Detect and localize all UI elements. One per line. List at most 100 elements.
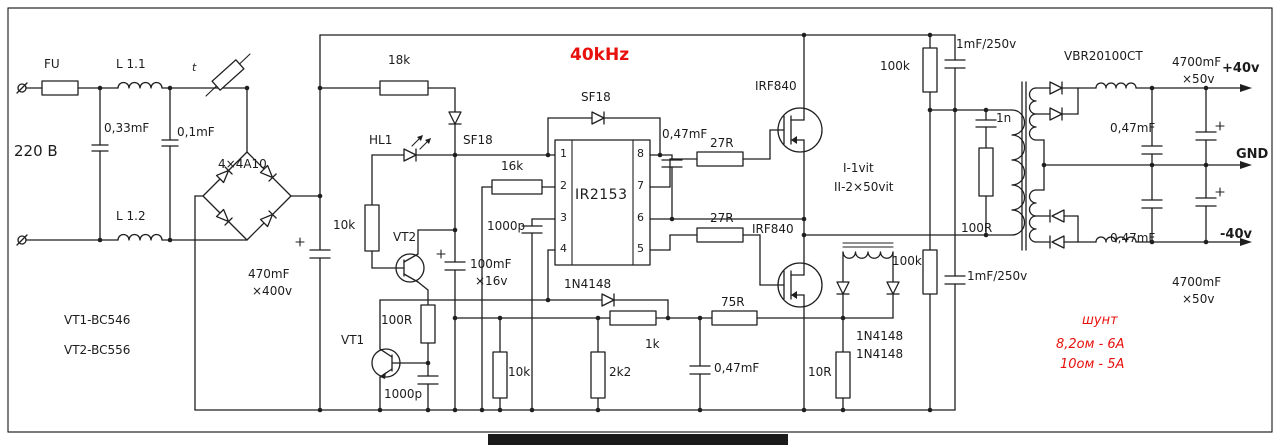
diode-sf18-boot-symbol xyxy=(591,111,605,125)
shunt-title: шунт xyxy=(1082,313,1118,328)
diode-fb1-label: 1N4148 xyxy=(856,329,904,343)
cap-1n-label: 1n xyxy=(996,111,1012,125)
bus-divider xyxy=(922,34,1013,411)
cap-4700-top-voltage-label: ×50v xyxy=(1182,72,1215,86)
inductor-l11-symbol xyxy=(117,81,163,89)
input-stage xyxy=(16,53,251,246)
ir2153-chip xyxy=(481,111,805,411)
output-choke-neg-symbol xyxy=(1095,236,1137,243)
cap-100mf-label: 100mF xyxy=(470,257,512,271)
vt2-label: VT2 xyxy=(393,230,417,244)
cap-01-label: 0,1mF xyxy=(177,125,215,139)
cap-4700-bottom-label: 4700mF xyxy=(1172,275,1222,289)
cap-047-top-label: 0,47mF xyxy=(1110,121,1156,135)
diode-1n4148-symbol xyxy=(601,293,615,307)
pin-2-label: 2 xyxy=(560,179,567,192)
vt1-transistor-symbol xyxy=(371,348,401,378)
thermistor-label: t xyxy=(192,61,197,74)
drawing-frame xyxy=(7,7,1273,433)
resistor-10k-fb-symbol xyxy=(492,351,508,399)
resistor-100k-top-label: 100k xyxy=(880,59,910,73)
resistor-75r-label: 75R xyxy=(721,295,745,309)
cap-047-fb-label: 0,47mF xyxy=(714,361,760,375)
resistor-100r-label: 100R xyxy=(381,313,413,327)
shunt-line1: 8,2ом - 6А xyxy=(1056,337,1125,352)
output-rectifier xyxy=(1035,81,1079,249)
mosfet-high-label: IRF840 xyxy=(755,79,797,93)
cap-1000p-timing-label: 1000p xyxy=(487,219,526,233)
output-gnd-label: GND xyxy=(1236,147,1269,162)
resistor-1k-label: 1k xyxy=(645,337,660,351)
primary-winding-symbol xyxy=(1011,109,1026,236)
diode-sf18-boot-label: SF18 xyxy=(581,90,611,104)
diode-1n4148-left-symbol xyxy=(836,281,850,295)
bulk-cap-label: 470mF xyxy=(248,267,290,281)
frequency-label: 40kHz xyxy=(570,45,630,65)
resistor-10r-label: 10R xyxy=(808,365,832,379)
resistor-2k2-label: 2k2 xyxy=(609,365,632,379)
resistor-1k-symbol xyxy=(609,310,657,326)
inductor-l12-symbol xyxy=(117,233,163,241)
resistor-100r-symbol xyxy=(420,304,436,344)
vcc-supply-branch xyxy=(319,80,556,269)
fuse-symbol xyxy=(41,80,79,96)
resistor-10k-led-symbol xyxy=(364,204,380,252)
resistor-27r-high-symbol xyxy=(696,151,744,167)
resistor-100k-top-symbol xyxy=(922,47,938,93)
pin-5-label: 5 xyxy=(637,242,644,255)
resistor-27r-high-label: 27R xyxy=(710,136,734,150)
output-pos-label: +40v xyxy=(1222,61,1260,76)
pin-7-label: 7 xyxy=(637,179,644,192)
cap-1mf-bottom-label: 1mF/250v xyxy=(967,269,1028,283)
bridge-label: 4×4A10 xyxy=(218,157,267,171)
rectifier-label: VBR20100CT xyxy=(1064,49,1143,63)
vcc-filter-cap xyxy=(436,154,466,411)
pin-6-label: 6 xyxy=(637,211,644,224)
diode-sf18-symbol xyxy=(448,111,462,125)
diode-sf18-label: SF18 xyxy=(463,133,493,147)
resistor-16k-symbol xyxy=(491,179,543,195)
inductor-l12-label: L 1.2 xyxy=(116,209,146,223)
cap-033-label: 0,33mF xyxy=(104,121,150,135)
junction-dots xyxy=(97,32,1209,413)
fuse-label: FU xyxy=(44,57,60,71)
output-rails xyxy=(1043,82,1252,246)
watermark-bar xyxy=(488,434,788,445)
ct-secondary-label: II-2×50vit xyxy=(834,180,894,194)
pin-3-label: 3 xyxy=(560,211,567,224)
vt2-type-note: VT2-BC556 xyxy=(64,343,131,357)
cap-047-bottom-label: 0,47mF xyxy=(1110,231,1156,245)
secondary-bottom-winding-symbol xyxy=(1028,189,1037,243)
resistor-10k-fb-label: 10k xyxy=(508,365,531,379)
vt1-type-note: VT1-BC546 xyxy=(64,313,131,327)
resistor-27r-low-symbol xyxy=(696,227,744,243)
cap-100mf-voltage-label: ×16v xyxy=(475,274,508,288)
resistor-18k-label: 18k xyxy=(388,53,411,67)
cap-1mf-top-label: 1mF/250v xyxy=(956,37,1017,51)
mosfet-half-bridge xyxy=(777,34,823,411)
resistor-10r-symbol xyxy=(835,351,851,399)
diode-fb2-label: 1N4148 xyxy=(856,347,904,361)
led-hl1-symbol xyxy=(403,148,417,162)
ct-primary-label: I-1vit xyxy=(843,161,874,175)
resistor-27r-low-label: 27R xyxy=(710,211,734,225)
output-choke-pos-symbol xyxy=(1095,82,1137,89)
current-transformer xyxy=(803,234,1013,319)
thermistor-symbol xyxy=(211,59,245,91)
main-transformer xyxy=(1011,81,1037,251)
resistor-18k-symbol xyxy=(379,80,429,96)
vt1-label: VT1 xyxy=(341,333,365,347)
resistor-16k-label: 16k xyxy=(501,159,524,173)
cap-4700-top-label: 4700mF xyxy=(1172,55,1222,69)
mains-voltage-label: 220 B xyxy=(14,142,58,160)
pin-8-label: 8 xyxy=(637,147,644,160)
shunt-line2: 10ом - 5А xyxy=(1060,357,1125,372)
mosfet-low-label: IRF840 xyxy=(752,222,794,236)
resistor-2k2-symbol xyxy=(590,351,606,399)
ic-ir2153-label: IR2153 xyxy=(575,187,628,203)
diode-1n4148-label: 1N4148 xyxy=(564,277,612,291)
resistor-75r-symbol xyxy=(711,310,758,326)
feedback-network xyxy=(454,310,894,411)
